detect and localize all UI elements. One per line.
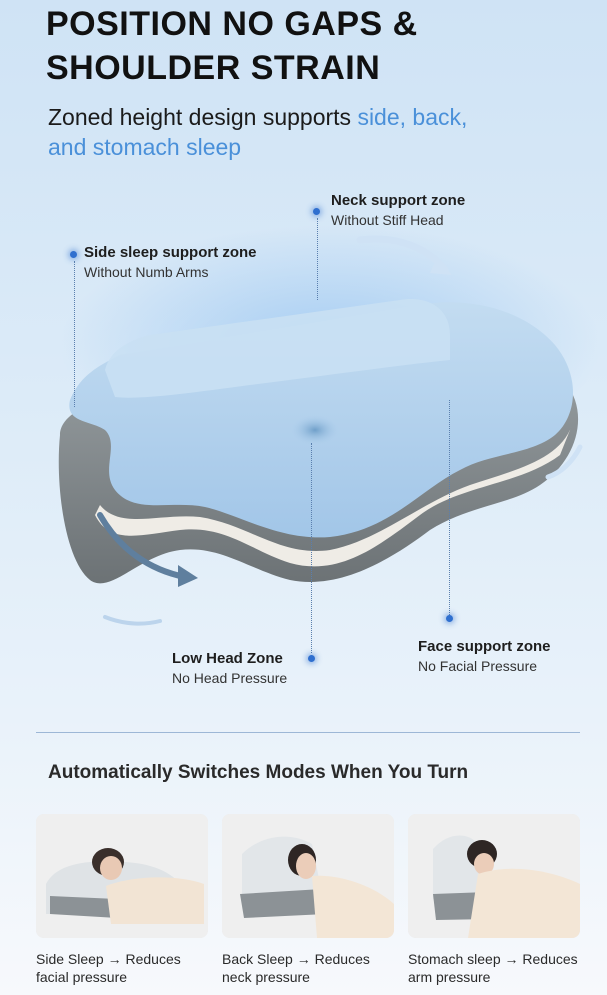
subheadline: Zoned height design supports side, back,…	[48, 102, 488, 162]
mode-card-side-sleep: Side Sleep → Reduces facial pressure	[36, 814, 208, 986]
arrow-right-side	[545, 444, 583, 480]
stomach-sleep-photo	[408, 814, 580, 938]
headline: POSITION NO GAPS & SHOULDER STRAIN	[46, 2, 566, 90]
arrow-bottom-left-head	[178, 565, 198, 587]
modes-section-title: Automatically Switches Modes When You Tu…	[48, 762, 469, 783]
face-zone-marker	[446, 615, 453, 622]
side-zone-marker	[70, 251, 77, 258]
arrow-lower-ghost	[103, 615, 162, 626]
callout-neck-title: Neck support zone	[331, 192, 466, 209]
pillow-diagram: Neck support zone Without Stiff Head Sid…	[0, 185, 607, 725]
mode-card-back-sleep: Back Sleep → Reduces neck pressure	[222, 814, 394, 986]
neck-zone-leader	[317, 218, 318, 300]
callout-low-head-title: Low Head Zone	[172, 650, 283, 667]
arrow-top-right-head	[430, 257, 452, 275]
low-head-marker	[308, 655, 315, 662]
callout-neck-subtitle: Without Stiff Head	[331, 212, 444, 228]
face-zone-leader	[449, 400, 450, 615]
subhead-text: Zoned height design supports	[48, 104, 358, 130]
side-sleep-photo	[36, 814, 208, 938]
pillow-cream-edge	[95, 425, 572, 567]
callout-low-head-subtitle: No Head Pressure	[172, 670, 288, 686]
low-head-leader	[311, 443, 312, 653]
sleep-modes-row: Side Sleep → Reduces facial pressure Bac…	[36, 814, 584, 994]
callout-face-title: Face support zone	[418, 638, 551, 655]
side-sleep-caption: Side Sleep → Reduces facial pressure	[36, 951, 181, 985]
headline-line-2: SHOULDER STRAIN	[46, 49, 381, 87]
stomach-sleep-caption: Stomach sleep → Reduces arm pressure	[408, 951, 578, 985]
callout-side-subtitle: Without Numb Arms	[84, 264, 209, 280]
callout-low-head: Low Head Zone No Head Pressure	[172, 650, 287, 686]
back-sleep-photo	[222, 814, 394, 938]
headline-line-1: POSITION NO GAPS &	[46, 5, 418, 43]
pillow-illustration	[58, 225, 600, 626]
callout-neck-support: Neck support zone Without Stiff Head	[331, 192, 465, 228]
callout-face-support: Face support zone No Facial Pressure	[418, 638, 551, 674]
subhead-highlight: side, back, and stomach sleep	[48, 104, 468, 160]
side-zone-leader	[74, 261, 75, 407]
mode-card-stomach-sleep: Stomach sleep → Reduces arm pressure	[408, 814, 580, 986]
callout-face-subtitle: No Facial Pressure	[418, 658, 538, 674]
arrow-bottom-left	[97, 512, 188, 580]
center-dimple	[291, 415, 339, 445]
section-divider	[36, 732, 580, 733]
callout-side-title: Side sleep support zone	[84, 244, 257, 261]
callout-side-sleep: Side sleep support zone Without Numb Arm…	[84, 244, 257, 280]
pillow-raised-ridge	[105, 299, 450, 398]
neck-zone-marker	[313, 208, 320, 215]
back-sleep-caption: Back Sleep → Reduces neck pressure	[222, 951, 370, 985]
